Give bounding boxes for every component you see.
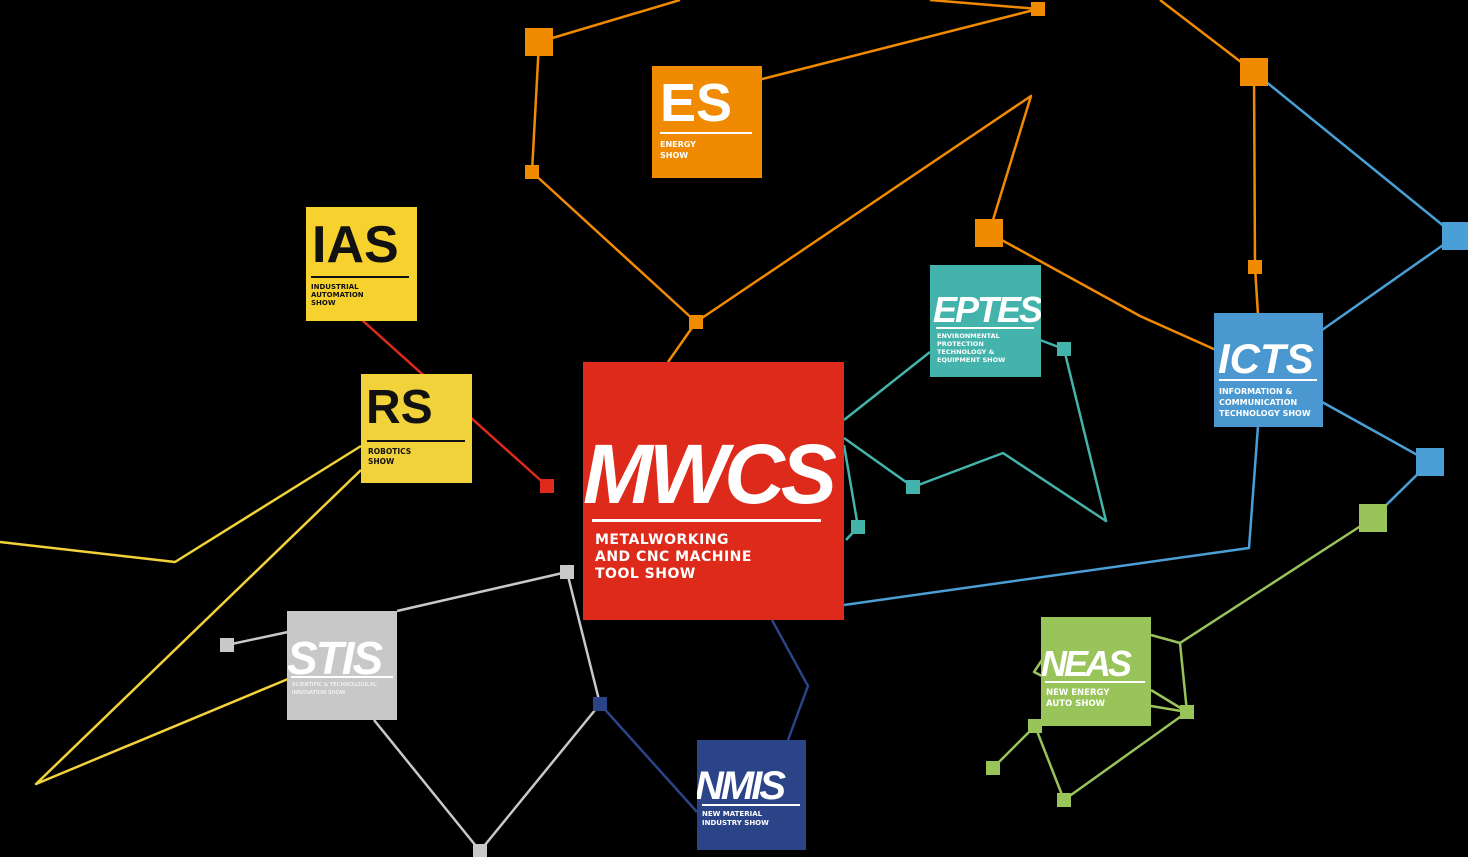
red-node — [540, 479, 554, 493]
navy-line — [770, 619, 810, 741]
show-tile-es[interactable]: ES ENERGY SHOW — [652, 66, 762, 178]
green-node — [1180, 705, 1194, 719]
divider — [936, 327, 1034, 329]
orange-node — [1240, 58, 1268, 86]
show-tile-mwcs[interactable]: MWCS METALWORKING AND CNC MACHINE TOOL S… — [583, 362, 844, 620]
show-subtitle: NEW ENERGY AUTO SHOW — [1046, 688, 1110, 709]
divider — [702, 804, 800, 806]
divider — [1219, 379, 1317, 381]
green-line — [1150, 516, 1374, 645]
show-subtitle: ROBOTICS SHOW — [368, 447, 412, 466]
teal-node — [1057, 342, 1071, 356]
show-abbr: NEAS — [1041, 643, 1132, 684]
show-subtitle: INFORMATION & COMMUNICATION TECHNOLOGY S… — [1219, 387, 1311, 418]
green-node — [1359, 504, 1387, 532]
orange-line — [988, 231, 1217, 352]
green-node — [1028, 719, 1042, 733]
show-abbr: NMIS — [697, 764, 786, 808]
show-tile-neas[interactable]: NEAS NEW ENERGY AUTO SHOW — [1041, 617, 1151, 726]
grey-node — [473, 844, 487, 857]
divider — [291, 676, 393, 678]
show-tile-nmis[interactable]: NMIS NEW MATERIAL INDUSTRY SHOW — [697, 740, 806, 850]
show-tile-rs[interactable]: RS ROBOTICS SHOW — [361, 374, 472, 483]
divider — [367, 440, 465, 442]
show-abbr: EPTES — [933, 289, 1041, 330]
blue-line — [1321, 234, 1457, 332]
show-abbr: MWCS — [583, 427, 837, 521]
green-node — [986, 761, 1000, 775]
navy-line — [599, 703, 698, 813]
show-subtitle: INDUSTRIAL AUTOMATION SHOW — [311, 283, 364, 307]
show-tile-eptes[interactable]: EPTES ENVIRONMENTAL PROTECTION TECHNOLOG… — [930, 265, 1041, 377]
orange-node — [1031, 2, 1045, 16]
show-abbr: IAS — [312, 216, 399, 274]
navy-node — [593, 697, 607, 711]
teal-node — [851, 520, 865, 534]
yellow-line — [0, 444, 362, 564]
orange-node — [525, 28, 553, 56]
green-node — [1057, 793, 1071, 807]
show-abbr: ICTS — [1218, 335, 1314, 382]
orange-node — [689, 315, 703, 329]
blue-node — [1416, 448, 1444, 476]
show-subtitle: ENERGY SHOW — [660, 140, 696, 160]
blue-node — [1442, 222, 1468, 250]
orange-line — [1159, 0, 1260, 316]
show-subtitle: NEW MATERIAL INDUSTRY SHOW — [702, 810, 769, 827]
orange-node — [525, 165, 539, 179]
blue-line — [1253, 71, 1457, 237]
grey-line — [226, 630, 289, 647]
orange-line — [530, 0, 1033, 324]
show-abbr: ES — [660, 73, 733, 133]
show-abbr: RS — [366, 381, 433, 434]
show-abbr: STIS — [287, 632, 383, 684]
divider — [592, 519, 821, 522]
divider — [660, 132, 752, 134]
divider — [1045, 681, 1145, 683]
teal-node — [906, 480, 920, 494]
grey-node — [560, 565, 574, 579]
grey-node — [220, 638, 234, 652]
divider — [311, 276, 409, 278]
teal-line — [843, 351, 931, 421]
blue-line — [1321, 400, 1432, 519]
show-tile-icts[interactable]: ICTS INFORMATION & COMMUNICATION TECHNOL… — [1214, 313, 1323, 427]
blue-line — [843, 425, 1260, 607]
orange-node — [1248, 260, 1262, 274]
show-subtitle: SCIENTIFIC & TECHNOLOGICAL INNOVATION SH… — [292, 682, 377, 696]
yellow-line — [34, 469, 362, 786]
grey-line — [373, 570, 602, 853]
show-tile-ias[interactable]: IAS INDUSTRIAL AUTOMATION SHOW — [306, 207, 417, 321]
orange-node — [975, 219, 1003, 247]
show-subtitle: METALWORKING AND CNC MACHINE TOOL SHOW — [595, 532, 752, 582]
green-line — [1032, 659, 1044, 678]
show-subtitle: ENVIRONMENTAL PROTECTION TECHNOLOGY & EQ… — [937, 332, 1006, 364]
show-tile-stis[interactable]: STIS SCIENTIFIC & TECHNOLOGICAL INNOVATI… — [287, 611, 397, 720]
